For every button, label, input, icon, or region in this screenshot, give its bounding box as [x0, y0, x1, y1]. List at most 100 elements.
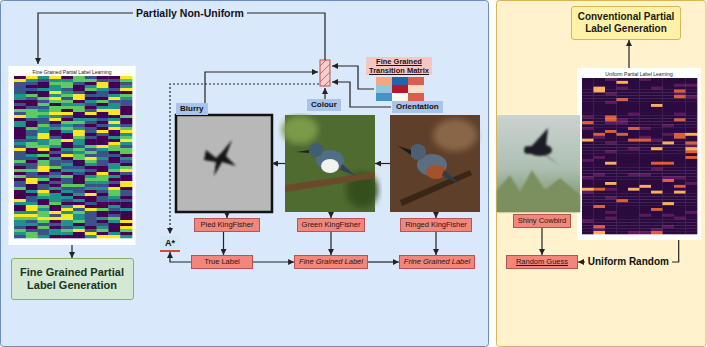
heatmap-cell	[605, 116, 617, 119]
heatmap-cell	[73, 169, 85, 172]
heatmap-cell	[686, 199, 698, 202]
heatmap-cell	[640, 199, 652, 202]
heatmap-cell	[120, 235, 132, 238]
heatmap-cell	[605, 199, 617, 202]
heatmap-cell	[61, 100, 73, 103]
heatmap-cell	[14, 223, 26, 226]
heatmap-cell	[120, 136, 132, 139]
heatmap-cell	[628, 127, 640, 130]
operator-box: A*	[160, 236, 180, 252]
heatmap-cell	[617, 142, 629, 145]
heatmap-cell	[651, 121, 663, 124]
heatmap-cell	[686, 153, 698, 156]
heatmap-cell	[651, 220, 663, 223]
heatmap-cell	[663, 139, 675, 142]
heatmap-cell	[61, 127, 73, 130]
heatmap-cell	[120, 124, 132, 127]
heatmap-cell	[605, 202, 617, 205]
heatmap-cell	[61, 160, 73, 163]
heatmap-cell	[594, 179, 606, 182]
heatmap-cell	[49, 145, 61, 148]
heatmap-cell	[640, 214, 652, 217]
heatmap-cell	[108, 133, 120, 136]
heatmap-cell	[61, 208, 73, 211]
heatmap-cell	[605, 127, 617, 130]
heatmap-cell	[61, 211, 73, 214]
heatmap-cell	[605, 147, 617, 150]
heatmap-cell	[85, 202, 97, 205]
heatmap-cell	[26, 214, 38, 217]
heatmap-cell	[26, 142, 38, 145]
heatmap-cell	[85, 100, 97, 103]
heatmap-cell	[120, 127, 132, 130]
heatmap-cell	[97, 121, 109, 124]
heatmap-cell	[26, 118, 38, 121]
heatmap-cell	[85, 142, 97, 145]
heatmap-cell	[85, 172, 97, 175]
heatmap-cell	[120, 214, 132, 217]
heatmap-cell	[640, 144, 652, 147]
heatmap-cell	[26, 97, 38, 100]
heatmap-cell	[582, 214, 594, 217]
heatmap-cell	[617, 87, 629, 90]
heatmap-cell	[605, 107, 617, 110]
heatmap-cell	[605, 142, 617, 145]
heatmap-cell	[582, 144, 594, 147]
heatmap-cell	[582, 78, 594, 81]
heatmap-cell	[14, 133, 26, 136]
heatmap-cell	[640, 113, 652, 116]
heatmap-cell	[594, 153, 606, 156]
heatmap-cell	[582, 182, 594, 185]
heatmap-cell	[38, 217, 50, 220]
heatmap-cell	[61, 115, 73, 118]
heatmap-cell	[617, 156, 629, 159]
heatmap-cell	[686, 191, 698, 194]
heatmap-cell	[582, 87, 594, 90]
heatmap-cell	[26, 160, 38, 163]
heatmap-cell	[686, 173, 698, 176]
heatmap-cell	[651, 150, 663, 153]
heatmap-cell	[61, 232, 73, 235]
heatmap-cell	[120, 103, 132, 106]
heatmap-cell	[108, 223, 120, 226]
heatmap-cell	[49, 175, 61, 178]
heatmap-cell	[605, 92, 617, 95]
concat-box	[320, 60, 330, 86]
heatmap-cell	[49, 220, 61, 223]
heatmap-cell	[14, 94, 26, 97]
heatmap-cell	[120, 148, 132, 151]
heatmap-cell	[14, 121, 26, 124]
heatmap-cell	[97, 100, 109, 103]
heatmap-cell	[628, 194, 640, 197]
heatmap-cell	[49, 190, 61, 193]
heatmap-cell	[605, 87, 617, 90]
heatmap-cell	[97, 226, 109, 229]
heatmap-cell	[628, 98, 640, 101]
heatmap-cell	[26, 85, 38, 88]
heatmap-cell	[628, 113, 640, 116]
connector-arrow	[375, 163, 390, 164]
heatmap-cell	[617, 130, 629, 133]
heatmap-cell	[108, 154, 120, 157]
heatmap-cell	[73, 172, 85, 175]
heatmap-cell	[663, 217, 675, 220]
heatmap-cell	[686, 228, 698, 231]
heatmap-cell	[49, 79, 61, 82]
heatmap-cell	[674, 159, 686, 162]
heatmap-cell	[49, 184, 61, 187]
heatmap-cell	[594, 208, 606, 211]
heatmap-cell	[640, 116, 652, 119]
heatmap-cell	[14, 184, 26, 187]
heatmap-cell	[640, 202, 652, 205]
heatmap-cell	[617, 217, 629, 220]
heatmap-cell	[61, 190, 73, 193]
heatmap-cell	[674, 124, 686, 127]
heatmap-cell	[605, 168, 617, 171]
heatmap-cell	[651, 139, 663, 142]
heatmap-cell	[38, 220, 50, 223]
heatmap-cell	[594, 90, 606, 93]
heatmap-cell	[73, 112, 85, 115]
heatmap-cell	[14, 136, 26, 139]
heatmap-cell	[73, 130, 85, 133]
heatmap-cell	[663, 196, 675, 199]
